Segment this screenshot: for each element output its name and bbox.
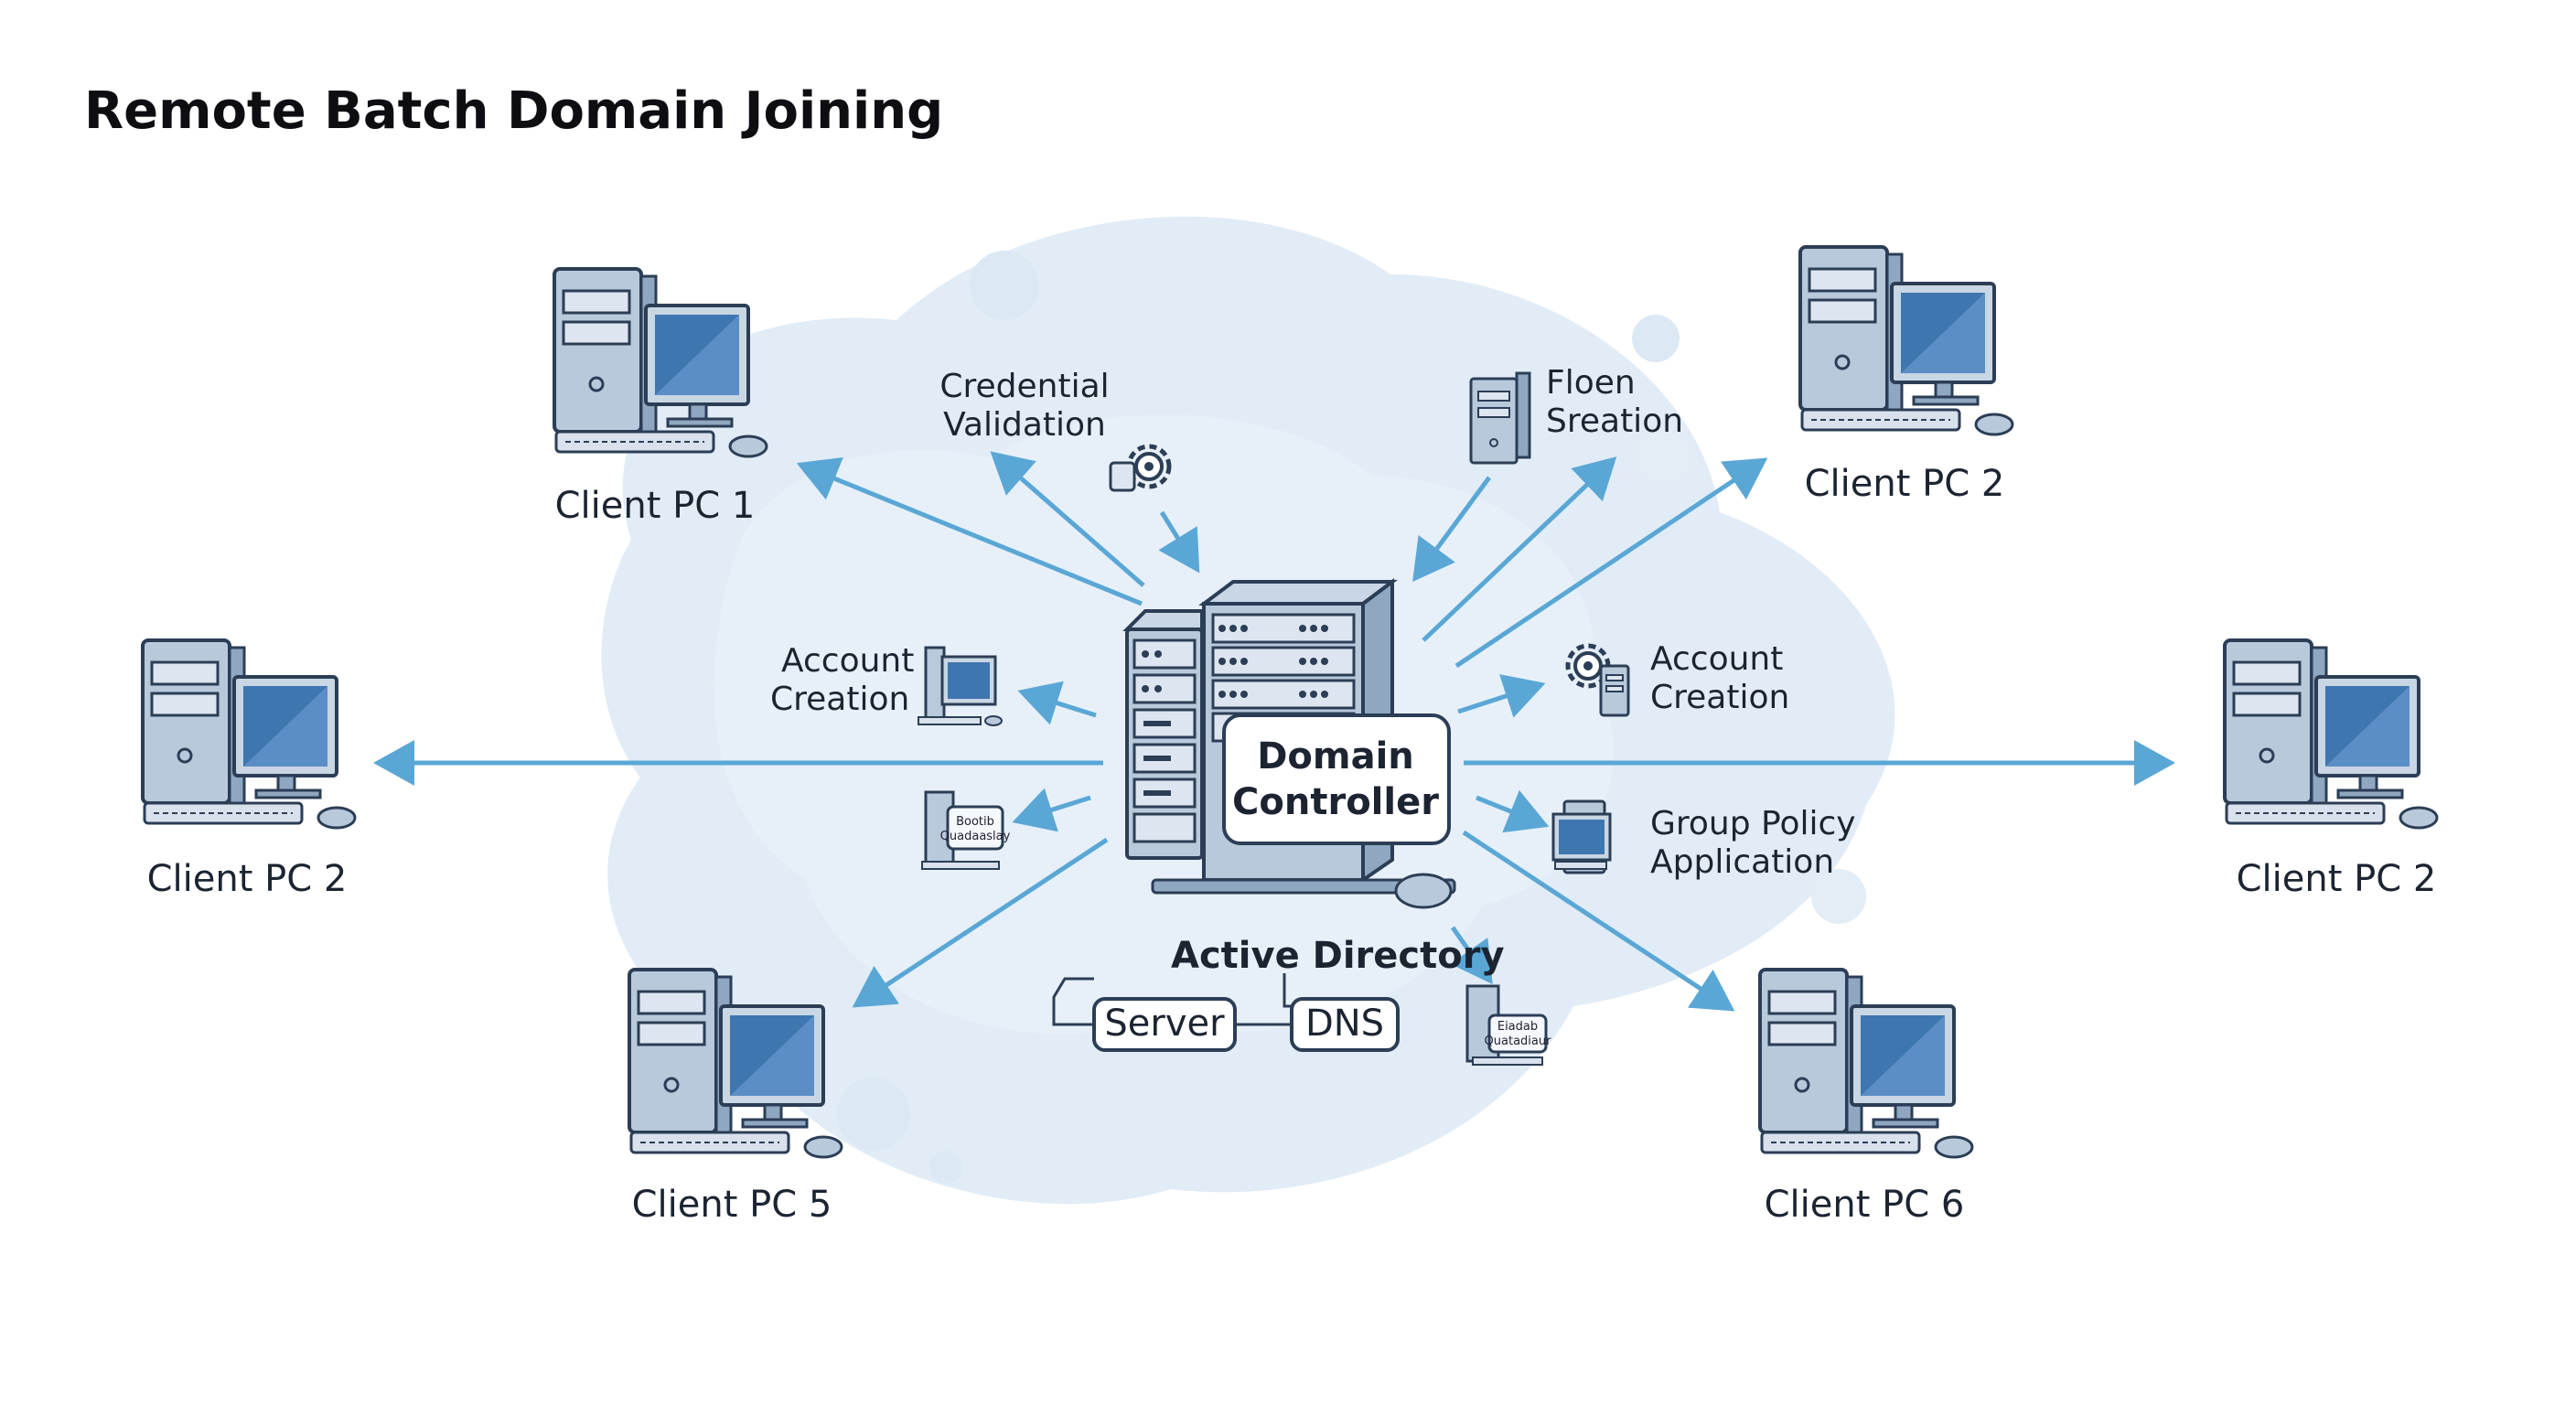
step-account-creation-right: Account Creation xyxy=(1568,640,1789,717)
arrow-to-client-pc1 xyxy=(796,457,1143,606)
arrow-to-client-pc2-top xyxy=(1454,457,1768,669)
domain-controller-label-line1: Domain xyxy=(1257,735,1414,778)
page-title: Remote Batch Domain Joining xyxy=(84,81,943,141)
client-pc-2-left[interactable]: Client PC 2 xyxy=(141,638,357,900)
client-pc-2-top[interactable]: Client PC 2 xyxy=(1798,245,2014,505)
arrow-to-account-left xyxy=(1017,681,1097,725)
client-pc-2-right[interactable]: Client PC 2 xyxy=(2223,638,2439,900)
client-pc-1[interactable]: Client PC 1 xyxy=(553,267,768,527)
arrow-from-gear xyxy=(1158,510,1200,574)
server-icon xyxy=(1469,371,1531,465)
arrow-to-client-pc5 xyxy=(852,837,1109,1008)
step-account-creation-left: Account Creation xyxy=(770,642,1003,726)
client-pc-label: Client PC 1 xyxy=(555,485,756,527)
computer-icon xyxy=(2223,638,2439,830)
client-pc-label: Client PC 5 xyxy=(632,1184,832,1226)
arrow-to-account-right xyxy=(1457,674,1546,718)
computer-icon xyxy=(141,638,357,830)
step-label-line1: Group Policy xyxy=(1650,805,1856,842)
server-box[interactable] xyxy=(1092,997,1237,1052)
client-pc-label: Client PC 6 xyxy=(1765,1184,1965,1226)
client-pc-6[interactable]: Client PC 6 xyxy=(1758,968,1974,1226)
document-icon-text-line2: Quatadiaur xyxy=(1485,1035,1552,1048)
server-label: Server xyxy=(1104,1003,1225,1045)
dns-label: DNS xyxy=(1305,1003,1384,1045)
step-label-line2: Application xyxy=(1650,843,1834,881)
domain-controller-server[interactable]: Domain Controller xyxy=(1122,578,1456,909)
connection-arrows xyxy=(373,451,2175,1012)
step-label-line2: Creation xyxy=(770,681,909,718)
client-pc-label: Client PC 2 xyxy=(2237,858,2437,900)
gear-icon xyxy=(1568,646,1630,717)
document-icon-left: Bootib Quadaaslay xyxy=(921,790,1011,870)
gear-icon xyxy=(1109,446,1169,492)
arrow-to-floen xyxy=(1422,456,1617,642)
step-label-line1: Account xyxy=(1650,640,1783,678)
step-credential-validation: Credential Validation xyxy=(939,368,1169,492)
document-icon-text-line2: Quadaaslay xyxy=(940,830,1011,843)
dns-box[interactable] xyxy=(1290,997,1400,1052)
arrow-to-doc-left xyxy=(1012,788,1091,832)
client-pc-5[interactable]: Client PC 5 xyxy=(628,968,843,1226)
step-group-policy: Group Policy Application xyxy=(1551,799,1856,881)
client-pc-label: Client PC 2 xyxy=(1805,463,2005,505)
step-label-line1: Floen xyxy=(1546,364,1636,402)
document-icon-text-line1: Bootib xyxy=(956,815,994,829)
step-label-line2: Validation xyxy=(943,406,1106,444)
step-label-line1: Credential xyxy=(939,368,1109,405)
arrow-to-gp xyxy=(1476,789,1550,833)
document-icon-text-line1: Eiadab xyxy=(1497,1020,1538,1034)
computer-icon xyxy=(1798,245,2014,436)
arrow-to-credential xyxy=(990,451,1145,587)
active-directory-group: Active Directory Server DNS xyxy=(1052,935,1505,1052)
step-label-line2: Sreation xyxy=(1546,402,1683,440)
client-pc-label: Client PC 2 xyxy=(147,858,348,900)
arrow-from-server-icon xyxy=(1412,476,1492,583)
step-label-line2: Creation xyxy=(1650,679,1789,716)
step-label-line1: Account xyxy=(781,642,914,680)
step-floen-sreation: Floen Sreation xyxy=(1469,364,1683,465)
domain-controller-label-line2: Controller xyxy=(1232,781,1439,823)
monitor-icon xyxy=(1551,799,1612,874)
document-icon-right: Eiadab Quatadiaur xyxy=(1465,984,1552,1066)
arrow-to-client-pc6 xyxy=(1462,830,1735,1012)
active-directory-label: Active Directory xyxy=(1171,935,1505,977)
arrow-to-doc-right xyxy=(1450,926,1493,985)
monitor-icon xyxy=(918,646,1003,726)
computer-icon xyxy=(1758,968,1974,1159)
